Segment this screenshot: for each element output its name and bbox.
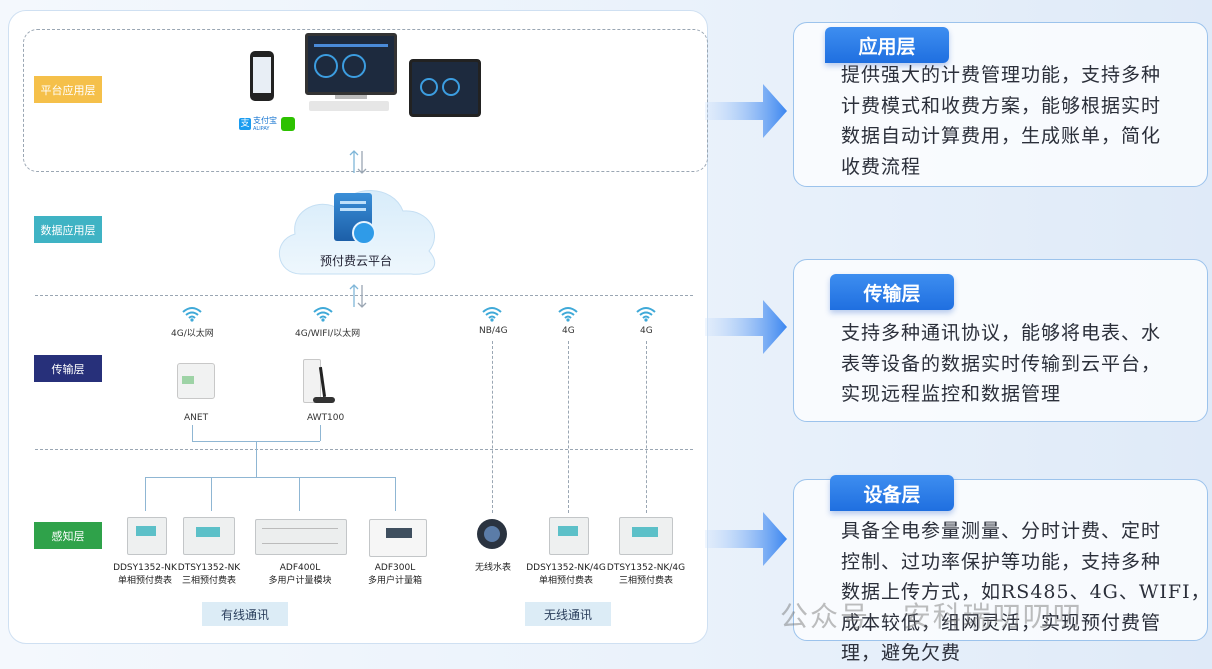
wechat-icon	[281, 117, 295, 131]
wifi-icon	[636, 307, 656, 322]
monitor-stand	[335, 95, 367, 99]
wifi-icon	[313, 307, 333, 322]
water-meter-icon	[477, 519, 507, 549]
text-line: 计费模式和收费方案，能够根据实时	[841, 94, 1162, 117]
meter-icon	[549, 517, 589, 555]
text-line: 实现远程监控和数据管理	[841, 383, 1062, 405]
wireless-link	[492, 341, 493, 513]
antenna-base-icon	[313, 397, 335, 403]
text-line: 支持多种通讯协议，能够将电表、水	[841, 322, 1162, 344]
device-layer-title: 设备层	[830, 475, 954, 511]
right-arrow-icon	[705, 84, 787, 138]
alipay-text: 支付宝	[253, 116, 277, 125]
meter-icon	[183, 517, 235, 555]
cloud-label: 预付费云平台	[319, 254, 392, 268]
wireless-link	[568, 341, 569, 513]
connector	[211, 477, 212, 511]
awt-comm-label: 4G/WIFI/以太网	[295, 329, 361, 339]
server-icon	[334, 193, 376, 245]
device-desc: 三相预付费表	[181, 576, 236, 586]
connector	[320, 425, 321, 441]
anet-gateway-icon	[177, 363, 215, 399]
layer-tag-platform: 平台应用层	[34, 76, 102, 103]
device-layer-text: 具备全电参量测量、分时计费、定时 控制、过功率保护等功能，支持多种 数据上传方式…	[841, 516, 1211, 669]
app-layer-panel	[793, 22, 1208, 187]
device-label: DTSY1352-NK/4G 三相预付费表	[603, 562, 689, 588]
connector	[145, 477, 146, 511]
updown-arrow-icon	[349, 150, 367, 174]
wireless-link	[646, 341, 647, 513]
app-layer-title: 应用层	[825, 27, 949, 63]
layer-tag-data: 数据应用层	[34, 216, 102, 243]
text-line: 理，避免欠费	[841, 642, 962, 664]
device-model: DTSY1352-NK	[177, 563, 241, 573]
metering-box-icon	[369, 519, 427, 557]
g4-comm-label: 4G	[640, 326, 653, 336]
text-line: 提供强大的计费管理功能，支持多种	[841, 64, 1162, 86]
anet-label: ANET	[184, 413, 209, 423]
connector	[395, 477, 396, 511]
anet-comm-label: 4G/以太网	[171, 329, 214, 339]
device-label: 无线水表	[455, 562, 531, 575]
text-line: 数据上传方式，如RS485、4G、WIFI，	[841, 581, 1211, 603]
wifi-icon	[482, 307, 502, 322]
device-model: ADF300L	[374, 563, 416, 573]
text-line: 控制、过功率保护等功能，支持多种	[841, 550, 1162, 573]
device-model: DDSY1352-NK	[113, 563, 177, 573]
text-line: 收费流程	[841, 155, 922, 178]
architecture-diagram: 支 支付宝 ALIPAY 平台应用层 数据应用层 传输层 感知层 预付费云平台	[8, 10, 708, 644]
meter-icon	[127, 517, 167, 555]
device-model: DDSY1352-NK/4G	[526, 563, 606, 573]
monitor-icon	[305, 33, 397, 95]
connector	[192, 425, 193, 441]
transmission-layer-text: 支持多种通讯协议，能够将电表、水 表等设备的数据实时传输到云平台， 实现远程监控…	[841, 318, 1161, 410]
device-desc: 单相预付费表	[538, 576, 593, 586]
keyboard-icon	[309, 101, 389, 111]
awt-label: AWT100	[307, 413, 345, 423]
connector	[145, 477, 395, 478]
wifi-icon	[182, 307, 202, 322]
layer-tag-perception: 感知层	[34, 522, 102, 549]
device-desc: 三相预付费表	[618, 576, 673, 586]
device-model: 无线水表	[474, 563, 511, 573]
phone-icon	[250, 51, 274, 101]
text-line: 具备全电参量测量、分时计费、定时	[841, 520, 1162, 542]
alipay-icon: 支	[239, 118, 251, 130]
text-line: 数据自动计算费用，生成账单，简化	[841, 125, 1162, 147]
updown-arrow-icon	[349, 284, 367, 308]
wireless-comm-tag: 无线通讯	[525, 602, 611, 626]
layer-tag-transmission: 传输层	[34, 355, 102, 382]
text-line: 成本较低，组网灵活，实现预付费管	[841, 611, 1162, 634]
alipay-en-text: ALIPAY	[253, 126, 270, 132]
meter-icon	[619, 517, 673, 555]
g4-comm-label: 4G	[562, 326, 575, 336]
tablet-icon	[409, 59, 481, 117]
right-arrow-icon	[705, 512, 787, 566]
device-label: ADF300L 多用户计量箱	[355, 562, 435, 588]
alipay-label: 支付宝 ALIPAY	[253, 117, 277, 133]
app-layer-text: 提供强大的计费管理功能，支持多种 计费模式和收费方案，能够根据实时 数据自动计算…	[841, 60, 1161, 182]
device-desc: 单相预付费表	[117, 576, 172, 586]
layer-divider	[35, 295, 693, 296]
wifi-icon	[558, 307, 578, 322]
device-desc: 多用户计量模块	[268, 576, 332, 586]
wired-comm-tag: 有线通讯	[202, 602, 288, 626]
layer-divider	[35, 449, 693, 450]
text-line: 表等设备的数据实时传输到云平台，	[841, 352, 1162, 375]
device-label: DTSY1352-NK 三相预付费表	[169, 562, 249, 588]
nb-comm-label: NB/4G	[479, 326, 508, 336]
transmission-layer-title: 传输层	[830, 274, 954, 310]
device-label: DDSY1352-NK/4G 单相预付费表	[523, 562, 609, 588]
device-model: ADF400L	[279, 563, 321, 573]
platform-layer-box	[23, 29, 708, 172]
right-arrow-icon	[705, 300, 787, 354]
connector	[299, 477, 300, 511]
metering-module-icon	[255, 519, 347, 555]
watermark: 公众号 · 安科瑞叨叨叨	[780, 600, 1083, 633]
device-desc: 多用户计量箱	[367, 576, 422, 586]
device-label: DDSY1352-NK 单相预付费表	[105, 562, 185, 588]
device-label: ADF400L 多用户计量模块	[255, 562, 345, 588]
connector	[256, 441, 257, 477]
device-model: DTSY1352-NK/4G	[606, 563, 686, 573]
